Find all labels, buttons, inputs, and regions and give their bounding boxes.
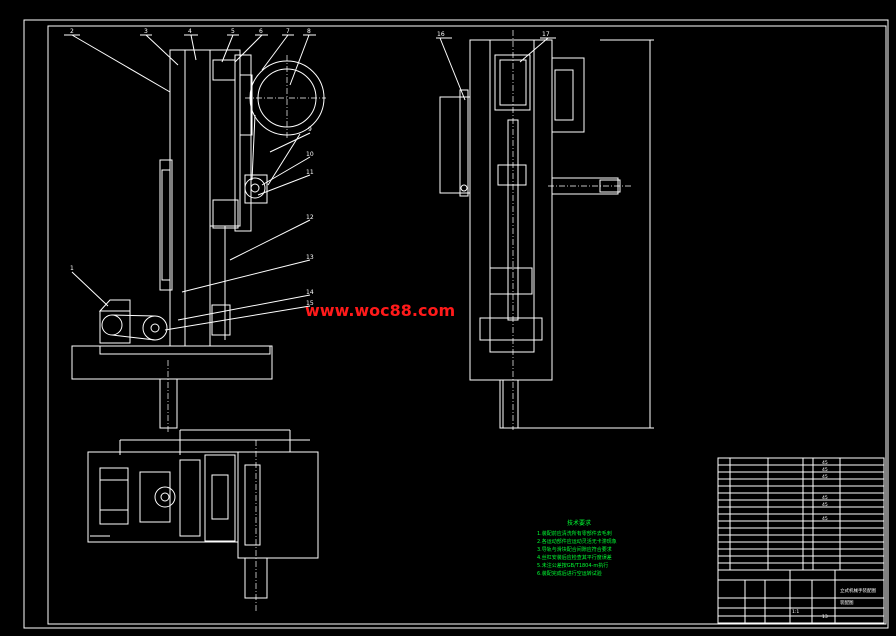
side-frame bbox=[469, 39, 553, 381]
side-motor bbox=[551, 57, 585, 133]
part-label-1: 1 bbox=[70, 265, 74, 272]
parts-list-rows bbox=[718, 464, 884, 571]
drawing-subtitle: 装配图 bbox=[840, 599, 854, 606]
sheet-outer-border bbox=[23, 19, 889, 629]
watermark: www.woc88.com bbox=[305, 301, 455, 320]
part-label-11: 11 bbox=[306, 169, 314, 176]
guide-plate bbox=[184, 49, 211, 347]
base-plate bbox=[71, 345, 273, 380]
tech-req-line-1: 1.装配前应清洗所有零部件去毛刺 bbox=[537, 530, 612, 537]
parts-num-3: 45 bbox=[822, 474, 828, 480]
top-view-frame bbox=[87, 451, 239, 543]
base-top bbox=[99, 345, 271, 355]
callouts-top bbox=[64, 34, 316, 331]
part-label-6: 6 bbox=[259, 28, 263, 35]
part-label-4: 4 bbox=[188, 28, 192, 35]
technical-requirements: 技术要求 1.装配前应清洗所有零部件去毛刺 2.各运动部件应运动灵活无卡滞现象 … bbox=[537, 519, 617, 577]
tech-req-line-6: 6.装配完成后进行空运转试验 bbox=[537, 570, 602, 577]
part-label-2: 2 bbox=[70, 28, 74, 35]
part-label-14: 14 bbox=[306, 289, 314, 296]
part-label-15: 15 bbox=[306, 300, 314, 307]
parts-num-2: 45 bbox=[822, 467, 828, 473]
part-label-17: 17 bbox=[542, 31, 550, 38]
side-left-plate bbox=[439, 96, 471, 194]
tech-req-line-2: 2.各运动部件应运动灵活无卡滞现象 bbox=[537, 538, 617, 545]
part-label-5: 5 bbox=[231, 28, 235, 35]
top-view bbox=[87, 429, 319, 612]
belt-pulley-lower bbox=[142, 315, 168, 341]
small-pulley bbox=[244, 177, 266, 199]
part-label-16: 16 bbox=[437, 31, 445, 38]
part-label-7: 7 bbox=[286, 28, 290, 35]
tech-req-line-4: 4.丝杠安装后应检查其平行度误差 bbox=[537, 554, 612, 561]
top-motor bbox=[237, 451, 319, 559]
drawing-title: 立式机械手装配图 bbox=[840, 587, 876, 594]
parts-num-7: 13 bbox=[822, 614, 828, 620]
part-label-8: 8 bbox=[307, 28, 311, 35]
base-column bbox=[159, 378, 178, 429]
drawing-scale: 1:1 bbox=[792, 609, 799, 615]
part-label-12: 12 bbox=[306, 214, 314, 221]
tech-req-line-3: 3.导轨与滑块配合间隙应符合要求 bbox=[537, 546, 612, 553]
part-label-3: 3 bbox=[144, 28, 148, 35]
tech-req-line-5: 5.未注公差按GB/T1804-m执行 bbox=[537, 562, 608, 569]
side-view: 16 17 bbox=[436, 30, 654, 430]
parts-num-6: 45 bbox=[822, 516, 828, 522]
front-view: 2 3 4 5 6 7 8 9 10 11 12 13 14 15 1 bbox=[64, 28, 326, 432]
part-label-13: 13 bbox=[306, 254, 314, 261]
sheet-inner-border bbox=[47, 25, 887, 625]
title-block: 45 45 45 45 45 45 13 立式机械手装配图 装配图 1:1 bbox=[717, 457, 885, 624]
bottom-motor-pulley bbox=[101, 314, 123, 336]
part-label-9: 9 bbox=[308, 126, 312, 133]
parts-num-5: 45 bbox=[822, 502, 828, 508]
part-label-10: 10 bbox=[306, 151, 314, 158]
parts-num-1: 45 bbox=[822, 460, 828, 466]
tech-req-title: 技术要求 bbox=[567, 519, 591, 527]
parts-num-4: 45 bbox=[822, 495, 828, 501]
